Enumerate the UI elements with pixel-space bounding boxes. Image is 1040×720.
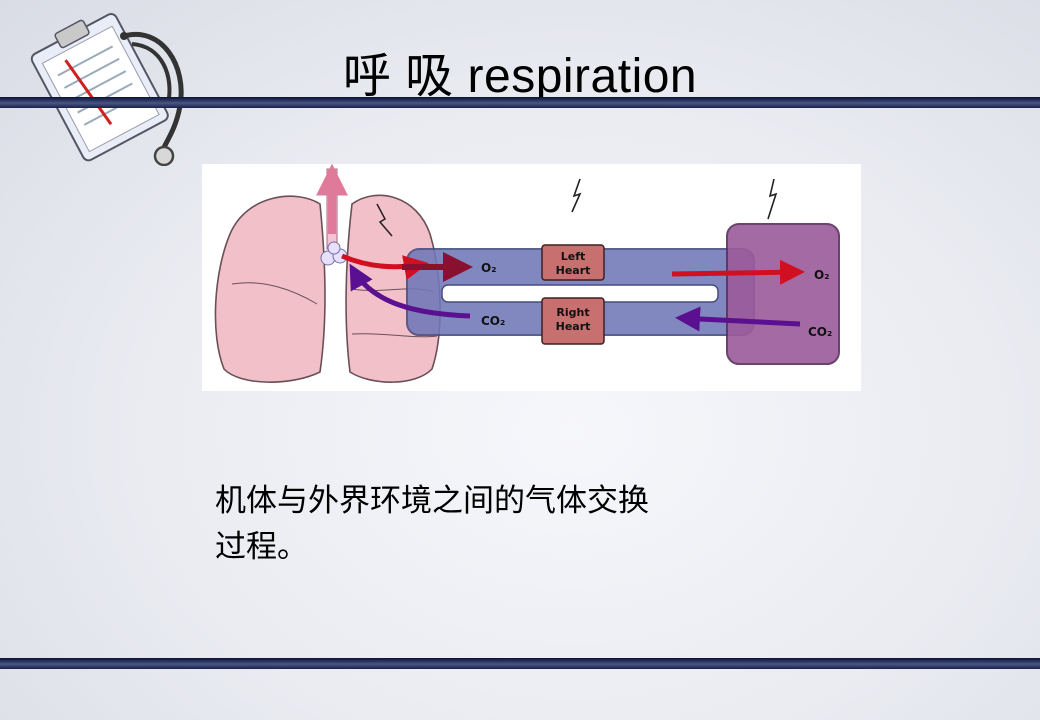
definition-line-1: 机体与外界环境之间的气体交换 [215,483,649,519]
definition-line-2: 过程。 [215,529,308,565]
left-heart-box [541,244,605,281]
respiration-diagram: Left Heart Right Heart O₂ CO₂ O₂ CO₂ [202,164,861,391]
slide-title: 呼 吸 respiration [342,50,698,103]
right-heart-label-2: Heart [556,320,591,333]
tissue-box [726,223,840,365]
definition-text: 机体与外界环境之间的气体交换 过程。 [215,478,825,570]
footer-divider-bar [0,658,1040,669]
right-heart-label-1: Right [556,306,589,319]
left-heart-label-2: Heart [556,264,591,277]
left-heart-label-1: Left [561,250,586,263]
co2-arrow-tissue [675,306,801,332]
o2-label-lungs: O₂ [481,261,496,275]
co2-label-lungs: CO₂ [481,314,505,328]
o2-arrow-tissue [671,259,805,285]
co2-arrow-lungs [349,263,471,319]
o2-label-tissue: O₂ [814,268,829,282]
title-divider-bar [0,97,1040,108]
co2-label-tissue: CO₂ [808,325,832,339]
right-heart-box [541,297,605,345]
